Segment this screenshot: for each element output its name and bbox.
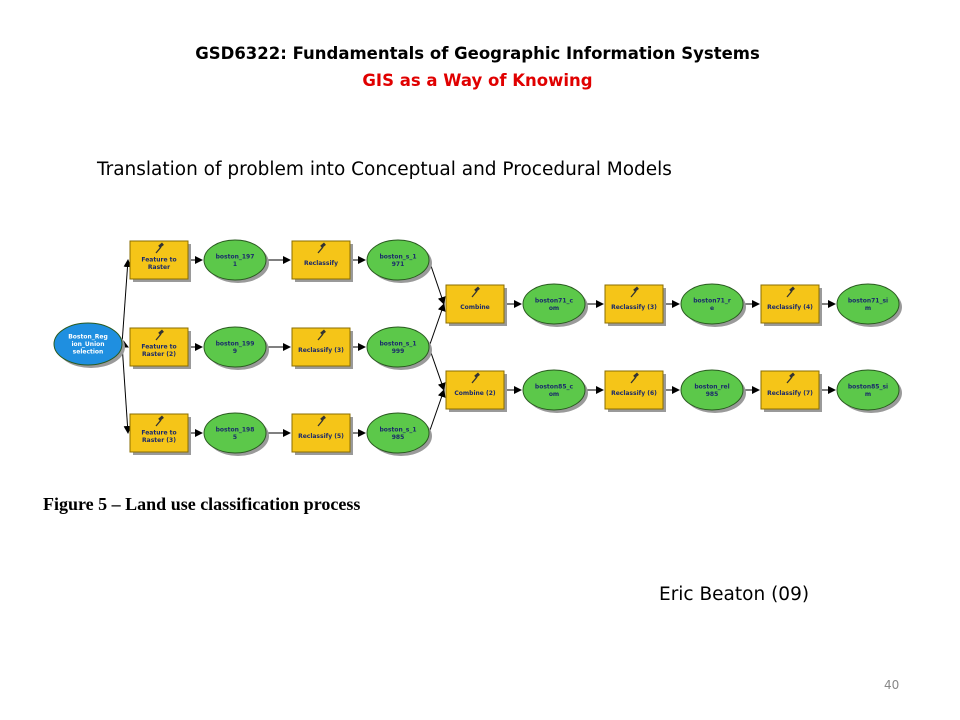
slide-subtitle: Translation of problem into Conceptual a… [97,159,672,180]
node-label: Raster [148,264,170,271]
author-credit: Eric Beaton (09) [659,584,810,605]
node-label: 1 [233,261,237,268]
node-label: boston_s_1 [380,426,417,433]
node-label: Reclassify (5) [298,433,344,440]
flow-arrow [121,259,132,345]
node-label: selection [73,349,104,356]
data-node-b71com: boston71_com [522,283,588,327]
node-label: boston85_c [535,383,574,390]
hammer-icon [317,415,326,427]
node-label: Reclassify (6) [611,390,657,397]
node-label: e [710,305,714,312]
node-label: Reclassify (7) [767,390,813,397]
hammer-icon [155,415,164,427]
node-label: 999 [392,348,405,355]
hammer-icon [155,242,164,254]
lecture-title: GIS as a Way of Knowing [362,71,593,90]
tool-node-rc3b: Reclassify (3) [604,284,666,326]
tool-node-rc1: Reclassify [291,240,353,282]
node-label: Feature to [141,256,176,263]
node-label: boston_197 [216,253,255,260]
hammer-icon [630,372,639,384]
tool-node-comb1: Combine [445,284,507,326]
node-label: Reclassify (3) [298,347,344,354]
node-label: 985 [392,434,405,441]
flow-arrow [428,259,446,305]
node-label: 971 [392,261,405,268]
page-number: 40 [884,678,900,692]
node-label: 985 [706,391,719,398]
tool-node-rc4: Reclassify (4) [760,284,822,326]
node-label: Reclassify [304,260,338,267]
node-label: Feature to [141,343,176,350]
node-label: 5 [233,434,237,441]
figure-caption: Figure 5 – Land use classification proce… [43,494,361,514]
node-label: boston71_r [693,297,731,304]
node-label: boston85_si [848,383,888,390]
node-label: boston71_si [848,297,888,304]
hammer-icon [471,372,480,384]
node-label: Boston_Reg [68,334,108,341]
node-label: boston_198 [216,426,255,433]
node-label: Raster (3) [142,437,176,444]
node-label: om [549,305,559,312]
node-label: boston_rel [694,383,729,390]
node-label: Combine [460,304,489,311]
tool-node-rc5: Reclassify (5) [291,413,353,455]
node-label: boston_199 [216,340,255,347]
node-label: Combine (2) [454,390,495,397]
flow-arrow [428,303,446,348]
course-title: GSD6322: Fundamentals of Geographic Info… [195,44,760,63]
hammer-icon [630,286,639,298]
flow-arrow [428,389,446,434]
data-node-b85sim: boston85_sim [836,369,902,413]
data-node-b85com: boston85_com [522,369,588,413]
node-label: m [865,305,871,312]
data-node-b71re: boston71_re [680,283,746,327]
node-label: ion_Union [71,341,104,348]
hammer-icon [317,242,326,254]
node-label: Feature to [141,429,176,436]
flow-arrow [428,346,446,391]
tool-node-rc6: Reclassify (6) [604,370,666,412]
data-node-b71sim: boston71_sim [836,283,902,327]
node-label: 9 [233,348,237,355]
node-label: om [549,391,559,398]
tool-node-rc7: Reclassify (7) [760,370,822,412]
hammer-icon [471,286,480,298]
hammer-icon [155,329,164,341]
tool-node-comb2: Combine (2) [445,370,507,412]
node-label: boston_s_1 [380,253,417,260]
node-label: Raster (2) [142,351,176,358]
tool-node-rc3: Reclassify (3) [291,327,353,369]
hammer-icon [786,286,795,298]
node-label: m [865,391,871,398]
node-label: Reclassify (4) [767,304,813,311]
flow-arrow [121,343,132,434]
node-label: Reclassify (3) [611,304,657,311]
hammer-icon [786,372,795,384]
node-label: boston71_c [535,297,574,304]
hammer-icon [317,329,326,341]
node-label: boston_s_1 [380,340,417,347]
